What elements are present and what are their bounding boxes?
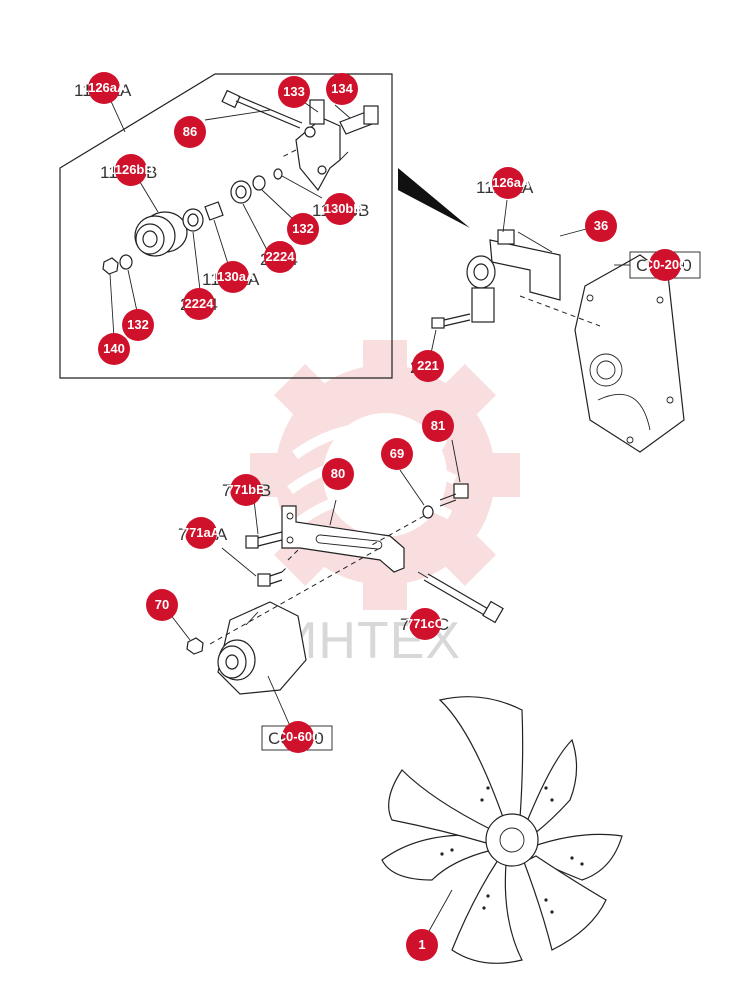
bolt-771aA-drawing (221, 547, 301, 587)
detail-box-pulley-assembly (59, 73, 393, 379)
svg-text:69: 69 (390, 446, 404, 461)
callout-1130aA[interactable]: 1130aA (211, 261, 256, 293)
svg-text:1130bB: 1130bB (317, 201, 363, 216)
svg-text:C0-600: C0-600 (277, 729, 320, 744)
svg-text:C0-200: C0-200 (644, 257, 687, 272)
nut-washer-drawing (102, 254, 139, 339)
svg-text:2224: 2224 (185, 296, 215, 311)
callout-1126aA-right[interactable]: 1126aA (486, 167, 531, 199)
bolt-221-drawing (429, 313, 471, 359)
callout-771aA[interactable]: 771aA (182, 517, 221, 549)
bearing-spacer-drawing (182, 175, 297, 291)
svg-text:2224: 2224 (266, 249, 296, 264)
callout-140[interactable]: 140 (98, 333, 130, 365)
callout-69[interactable]: 69 (381, 438, 413, 470)
svg-text:36: 36 (594, 218, 608, 233)
callout-771bB[interactable]: 771bB (226, 474, 266, 506)
callout-80[interactable]: 80 (322, 458, 354, 490)
bolt-81-drawing (439, 439, 469, 507)
callout-771cC[interactable]: 771cC (406, 608, 445, 640)
svg-text:133: 133 (283, 84, 305, 99)
callout-2224-b[interactable]: 2224 (183, 288, 215, 320)
callout-134[interactable]: 134 (326, 73, 358, 105)
nut-70-drawing (169, 613, 204, 655)
callout-86[interactable]: 86 (174, 116, 206, 148)
callout-132-a[interactable]: 132 (287, 213, 319, 245)
bolt-86-drawing (204, 89, 303, 129)
svg-text:81: 81 (431, 418, 445, 433)
callout-221[interactable]: 221 (412, 350, 444, 382)
front-cover-drawing (574, 254, 685, 453)
washer-69-drawing (369, 469, 434, 547)
callout-132-b[interactable]: 132 (122, 309, 154, 341)
bolt-771bB-drawing (245, 499, 283, 549)
svg-text:771aA: 771aA (182, 525, 221, 540)
svg-text:134: 134 (331, 81, 353, 96)
cooling-fan-drawing (381, 696, 623, 964)
svg-text:1126aA: 1126aA (82, 80, 127, 95)
watermark-logo (250, 340, 520, 610)
callout-1130bB[interactable]: 1130bB (317, 193, 363, 225)
callout-70[interactable]: 70 (146, 589, 178, 621)
svg-text:771bB: 771bB (226, 482, 265, 497)
alternator-bracket-drawing (281, 499, 405, 573)
callout-1126bB[interactable]: 1126bB (108, 154, 154, 186)
idler-pulley-drawing (134, 181, 188, 257)
svg-text:70: 70 (155, 597, 169, 612)
alternator-drawing (209, 547, 381, 727)
callout-layer: 1126aA 133 134 86 1126bB 1130bB 132 2224… (82, 72, 687, 961)
svg-text:132: 132 (292, 221, 314, 236)
detail-pointer-arrow (398, 168, 470, 228)
svg-text:221: 221 (417, 358, 439, 373)
callout-36[interactable]: 36 (585, 210, 617, 242)
callout-2224-a[interactable]: 2224 (264, 241, 296, 273)
svg-text:132: 132 (127, 317, 149, 332)
callout-c0200[interactable]: C0-200 (644, 249, 687, 281)
svg-text:86: 86 (183, 124, 197, 139)
callout-81[interactable]: 81 (422, 410, 454, 442)
svg-text:1126aA: 1126aA (486, 175, 531, 190)
callout-133[interactable]: 133 (278, 76, 310, 108)
callout-c0600[interactable]: C0-600 (277, 721, 320, 753)
callout-1126aA-top[interactable]: 1126aA (82, 72, 127, 104)
svg-text:1: 1 (418, 937, 425, 952)
svg-text:140: 140 (103, 341, 125, 356)
tensioner-bracket-drawing (279, 97, 379, 192)
svg-text:80: 80 (331, 466, 345, 481)
svg-text:1130aA: 1130aA (211, 269, 256, 284)
callout-1[interactable]: 1 (406, 929, 438, 961)
washer-130bB-drawing (273, 168, 323, 199)
svg-text:1126bB: 1126bB (108, 162, 154, 177)
svg-text:771cC: 771cC (406, 616, 445, 631)
tensioner-assembly-drawing (466, 199, 601, 327)
long-bolt-771cC-drawing (417, 571, 504, 624)
